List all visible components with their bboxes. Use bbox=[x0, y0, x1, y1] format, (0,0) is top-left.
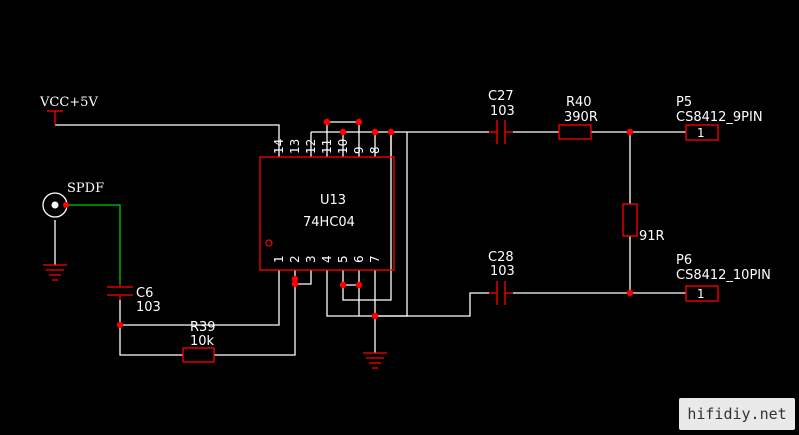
p5-ref: P5 bbox=[676, 95, 692, 110]
c27-ref: C27 bbox=[488, 89, 514, 104]
resistor-r39-icon bbox=[182, 347, 215, 363]
pin-label: 2 bbox=[288, 255, 302, 263]
p6-ref: P6 bbox=[676, 253, 692, 268]
c27-value: 103 bbox=[490, 104, 515, 119]
c6-ref: C6 bbox=[136, 286, 153, 301]
r39-ref: R39 bbox=[190, 320, 216, 335]
ic-top-pins: 14 13 12 11 10 9 8 bbox=[272, 139, 382, 154]
pin-label: 1 bbox=[272, 255, 286, 263]
ic-ref: U13 bbox=[320, 193, 346, 208]
c28-value: 103 bbox=[490, 264, 515, 279]
resistor-r40-icon bbox=[558, 124, 592, 140]
signal-wire bbox=[66, 204, 121, 284]
r91-value: 91R bbox=[639, 229, 665, 244]
junctions bbox=[63, 118, 634, 329]
c28-ref: C28 bbox=[488, 250, 514, 265]
pin-label: 10 bbox=[336, 139, 350, 154]
junction-dot bbox=[355, 118, 363, 126]
ground-icon bbox=[43, 264, 67, 281]
pin-label: 7 bbox=[368, 255, 382, 263]
p6-pin: 1 bbox=[697, 287, 705, 301]
ic-bottom-pins: 1 2 3 4 5 6 7 bbox=[272, 255, 382, 263]
junction-dot bbox=[626, 289, 634, 297]
capacitor-c28-icon bbox=[489, 281, 513, 305]
pin-label: 9 bbox=[352, 146, 366, 154]
spdf-label: SPDF bbox=[67, 181, 104, 196]
vcc-symbol bbox=[47, 110, 63, 125]
pin-label: 6 bbox=[352, 255, 366, 263]
port-p5-box bbox=[685, 124, 719, 141]
junction-dot bbox=[339, 128, 347, 136]
r40-value: 390R bbox=[564, 110, 598, 125]
watermark: hifidiy.net bbox=[679, 398, 795, 430]
ic-u13 bbox=[259, 156, 395, 271]
junction-dot bbox=[371, 128, 379, 136]
ic-part: 74HC04 bbox=[303, 215, 355, 230]
junction-dot bbox=[626, 128, 634, 136]
junction-dot bbox=[63, 202, 69, 208]
p5-pin: 1 bbox=[697, 126, 705, 140]
pin-label: 14 bbox=[272, 139, 286, 154]
capacitor-c6-icon bbox=[107, 284, 133, 300]
ground-icon bbox=[363, 352, 387, 369]
c6-value: 103 bbox=[136, 300, 161, 315]
junction-dot bbox=[355, 281, 363, 289]
junction-dot bbox=[387, 128, 395, 136]
wires bbox=[54, 121, 686, 356]
vcc-label: VCC+5V bbox=[39, 95, 98, 110]
r39-value: 10k bbox=[190, 334, 215, 349]
pin-label: 8 bbox=[368, 146, 382, 154]
resistor-91r-icon bbox=[622, 203, 638, 237]
junction-dot bbox=[323, 118, 331, 126]
junction-dot bbox=[291, 275, 299, 283]
pin-label: 13 bbox=[288, 139, 302, 154]
port-p6-box bbox=[685, 285, 719, 302]
junction-dot bbox=[371, 312, 379, 320]
pin-label: 4 bbox=[320, 255, 334, 263]
pin-label: 12 bbox=[304, 139, 318, 154]
pin-label: 5 bbox=[336, 255, 350, 263]
p6-name: CS8412_10PIN bbox=[676, 268, 771, 283]
capacitor-c27-icon bbox=[489, 120, 513, 144]
junction-dot bbox=[291, 280, 299, 288]
r40-ref: R40 bbox=[566, 95, 592, 110]
junction-dot bbox=[116, 321, 124, 329]
p5-name: CS8412_9PIN bbox=[676, 110, 763, 125]
pin-label: 3 bbox=[304, 255, 318, 263]
junction-dot bbox=[339, 281, 347, 289]
pin-label: 11 bbox=[320, 139, 334, 154]
